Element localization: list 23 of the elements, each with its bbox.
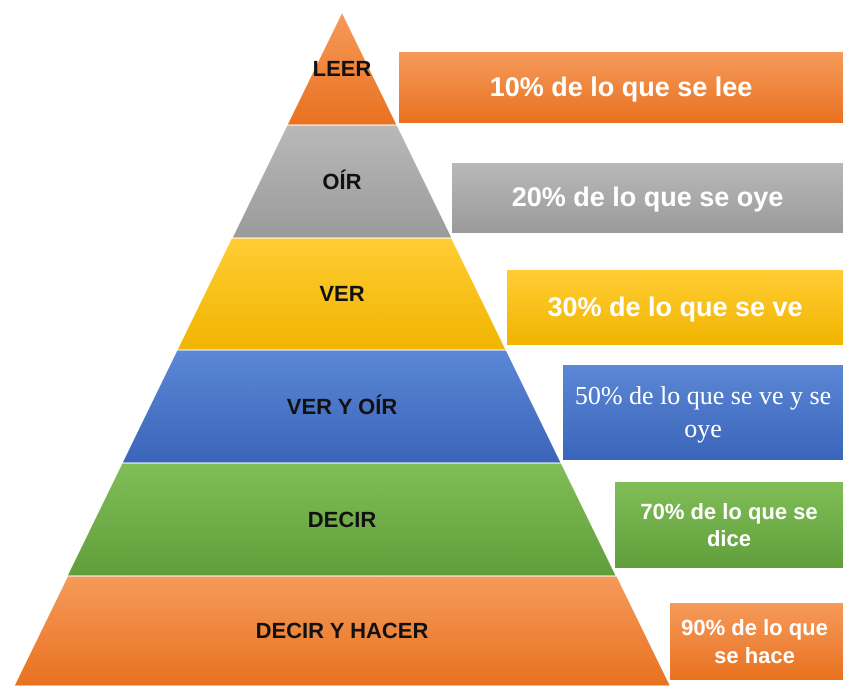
info-bar xyxy=(452,163,843,233)
layer-label: VER Y OÍR xyxy=(286,394,398,420)
bar-text: 10% de lo que se lee xyxy=(490,70,752,104)
layer-label: DECIR Y HACER xyxy=(256,618,428,644)
bar-text: 20% de lo que se oye xyxy=(512,181,784,214)
layer-label: VER xyxy=(319,281,365,307)
bar-text: 30% de lo que se ve xyxy=(547,290,803,324)
info-bar xyxy=(507,270,843,345)
pyramid-layer xyxy=(286,12,398,125)
bar-text: 50% de lo que se ve y se oye xyxy=(574,380,832,445)
pyramid-layer xyxy=(67,463,617,576)
layer-label: DECIR xyxy=(308,506,376,532)
pyramid-layer xyxy=(177,238,507,350)
layer-label: OÍR xyxy=(322,168,362,194)
pyramid-layer xyxy=(122,350,562,463)
info-bar xyxy=(615,482,843,568)
bar-text: 90% de lo que se hace xyxy=(680,614,829,669)
pyramid-layer xyxy=(232,125,452,238)
layer-label: LEER xyxy=(312,56,372,82)
bar-text: 70% de lo que se dice xyxy=(639,498,819,552)
pyramid-layer xyxy=(14,576,670,686)
info-bar xyxy=(563,365,843,460)
info-bar xyxy=(670,603,843,680)
